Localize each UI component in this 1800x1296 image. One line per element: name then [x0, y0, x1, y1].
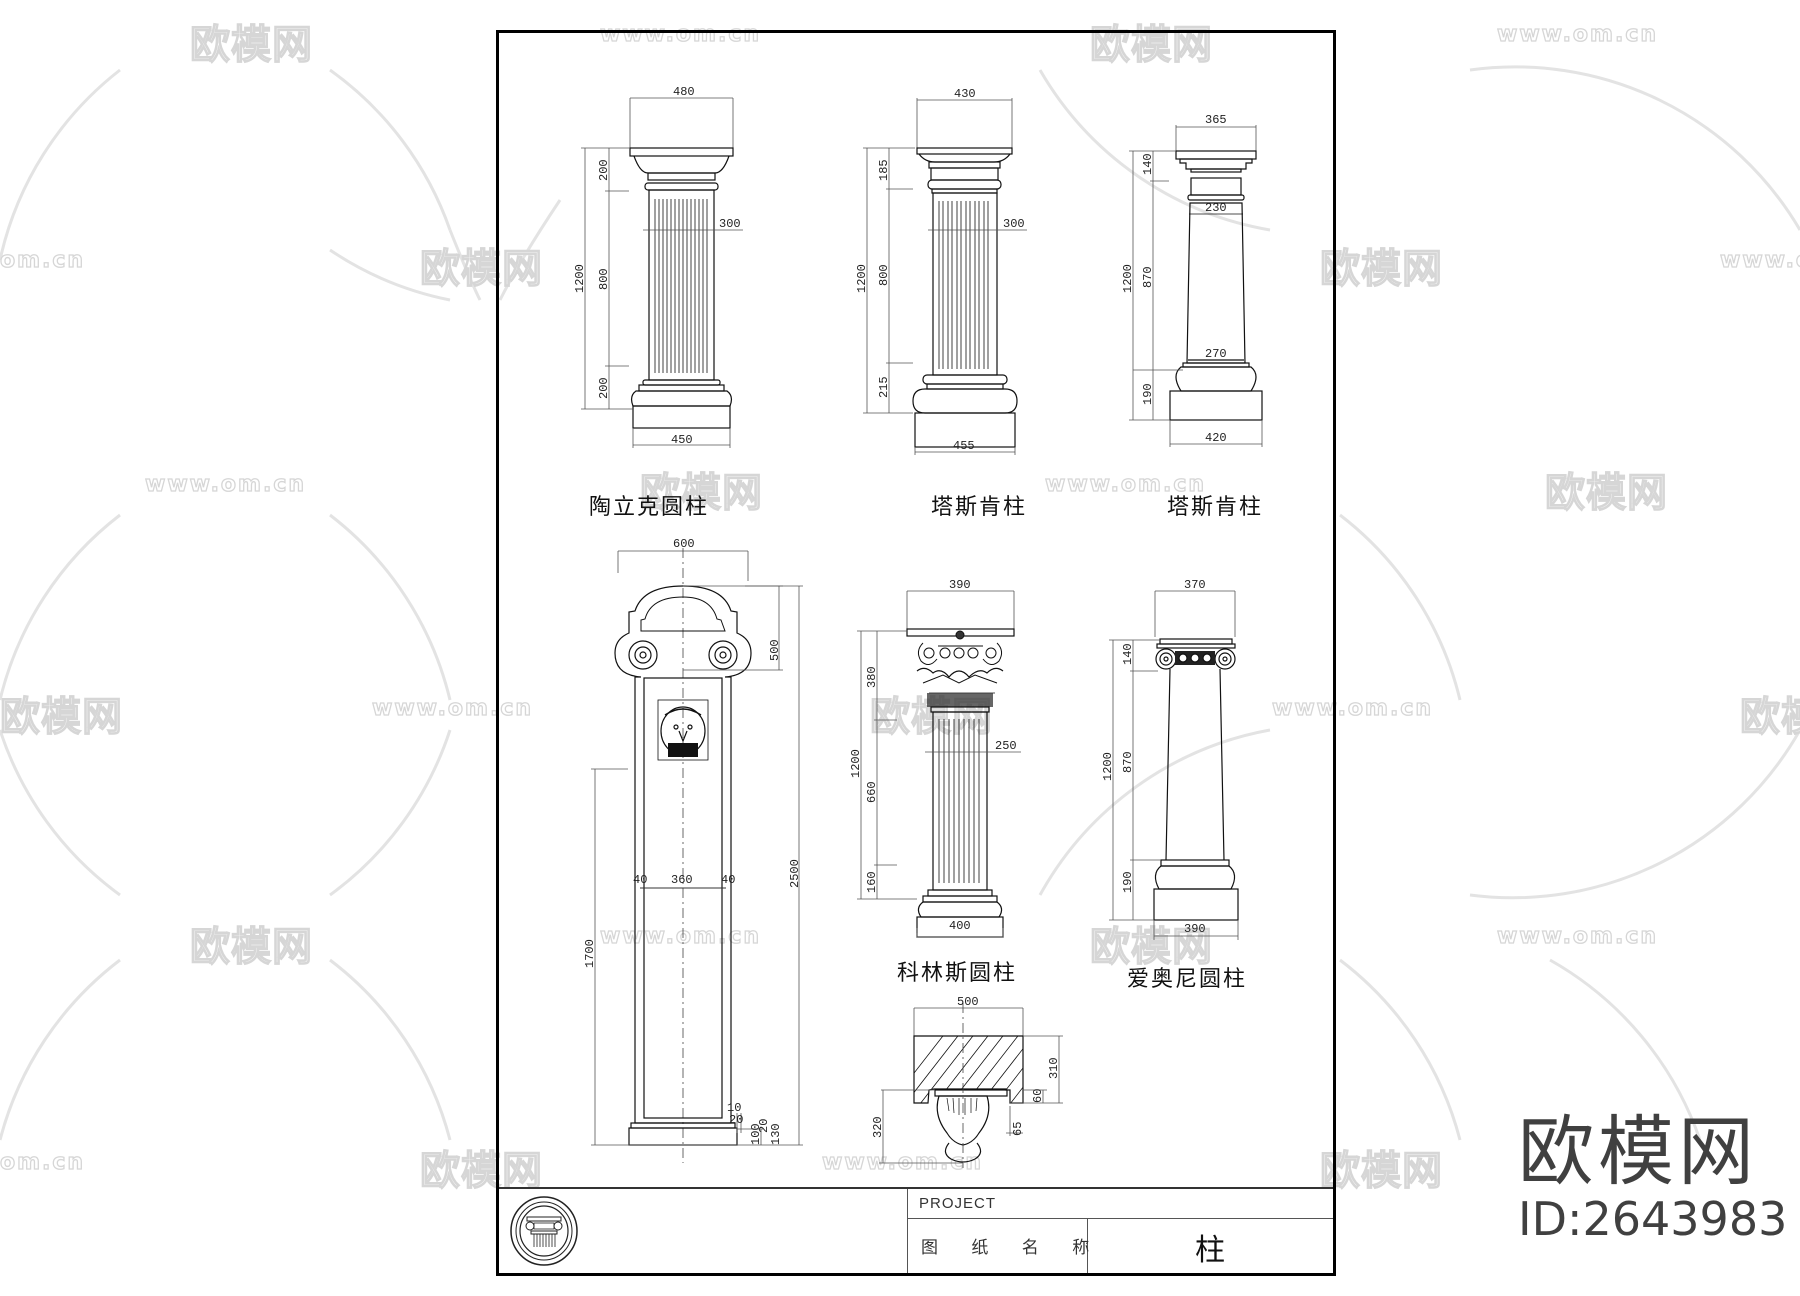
dim-label: 1700: [583, 939, 597, 968]
drawing-name-label: 图 纸 名 称: [921, 1238, 1104, 1258]
watermark-url: www.om.cn: [1496, 21, 1659, 47]
column-2-drawing: [863, 98, 1027, 455]
dim-label: 230: [1205, 201, 1227, 215]
dim-label: 130: [769, 1123, 783, 1145]
dim-label: 185: [877, 159, 891, 181]
dim-label: 360: [671, 873, 693, 887]
dim-label: 420: [1205, 431, 1227, 445]
column-1-drawing: [581, 97, 743, 448]
brand-name: 欧模网: [1518, 1107, 1758, 1196]
dim-label: 300: [719, 217, 741, 231]
dim-label: 60: [1031, 1089, 1045, 1103]
dim-label: 20: [757, 1119, 771, 1133]
dim-label: 320: [871, 1116, 885, 1138]
dim-label: 1200: [1101, 752, 1115, 781]
dim-label: 1200: [1121, 264, 1135, 293]
dim-label: 40: [633, 873, 647, 887]
dim-label: 65: [1011, 1122, 1025, 1136]
watermark-brand: 欧模网: [1739, 693, 1800, 740]
watermark-url: om.cn: [0, 1149, 86, 1175]
dim-label: 500: [768, 639, 782, 661]
dim-label: 10: [727, 1101, 741, 1115]
dim-label: 140: [1141, 153, 1155, 175]
title-block-divider: [907, 1189, 908, 1273]
caption-tuscan-column-1: 塔斯肯柱: [931, 495, 1028, 520]
dim-label: 1200: [855, 264, 869, 293]
dim-label: 200: [597, 377, 611, 399]
watermark-url: www.om.cn: [1719, 247, 1800, 273]
watermark-brand: 欧模网: [189, 923, 313, 970]
bracket-drawing: [879, 1003, 1063, 1168]
dim-label: 390: [1184, 922, 1206, 936]
dim-label: 500: [957, 995, 979, 1009]
dim-label: 370: [1184, 578, 1206, 592]
drawing-sheet: 480 300 450 1200 200 800 200 430 300 455…: [496, 30, 1336, 1276]
project-label: PROJECT: [919, 1195, 997, 1212]
dim-label: 2500: [788, 859, 802, 888]
dim-label: 400: [949, 919, 971, 933]
dim-label: 365: [1205, 113, 1227, 127]
watermark-brand: 欧模网: [0, 693, 123, 740]
watermark-url: om.cn: [0, 247, 86, 273]
dim-label: 250: [995, 739, 1017, 753]
dim-label: 455: [953, 439, 975, 453]
dim-label: 450: [671, 433, 693, 447]
dim-label: 300: [1003, 217, 1025, 231]
dim-label: 870: [1141, 266, 1155, 288]
watermark-url: www.om.cn: [144, 471, 307, 497]
pilaster-drawing: [591, 548, 803, 1163]
caption-tuscan-column-2: 塔斯肯柱: [1167, 495, 1264, 520]
dim-label: 870: [1121, 751, 1135, 773]
dim-label: 40: [721, 873, 735, 887]
caption-doric-column: 陶立克圆柱: [589, 495, 710, 520]
watermark-brand: 欧模网: [1544, 469, 1668, 516]
dim-label: 430: [954, 87, 976, 101]
title-block-divider: [1087, 1219, 1088, 1273]
dim-label: 1200: [849, 749, 863, 778]
title-block: PROJECT 图 纸 名 称 柱: [499, 1187, 1333, 1273]
caption-ionic-column: 爱奥尼圆柱: [1127, 967, 1248, 992]
ionic-column-drawing: [1109, 590, 1239, 940]
dim-label: 380: [865, 666, 879, 688]
dim-label: 390: [949, 578, 971, 592]
drawing-name-value: 柱: [1195, 1233, 1225, 1268]
dim-label: 140: [1121, 643, 1135, 665]
asset-id: ID:2643983: [1518, 1192, 1788, 1246]
dim-label: 1200: [573, 264, 587, 293]
watermark-brand: 欧模网: [1319, 245, 1443, 292]
lion-mask-ornament: [660, 706, 706, 757]
watermark-brand: 欧模网: [189, 21, 313, 68]
caption-corinthian-column: 科林斯圆柱: [897, 961, 1018, 986]
dim-label: 160: [865, 871, 879, 893]
ionic-capital-seal-icon: [510, 1196, 578, 1266]
dim-label: 270: [1205, 347, 1227, 361]
dim-label: 215: [877, 376, 891, 398]
dim-label: 190: [1141, 383, 1155, 405]
dim-label: 600: [673, 537, 695, 551]
dim-label: 100: [749, 1123, 763, 1145]
watermark-url: www.om.cn: [1496, 923, 1659, 949]
corinthian-column-drawing: [857, 590, 1021, 938]
column-3-drawing: [1129, 125, 1263, 447]
cad-drawing: 480 300 450 1200 200 800 200 430 300 455…: [573, 85, 1263, 1168]
title-block-divider: [907, 1218, 1333, 1219]
dim-label: 660: [865, 781, 879, 803]
dim-label: 20: [729, 1113, 743, 1127]
dim-label: 190: [1121, 871, 1135, 893]
dim-label: 800: [877, 264, 891, 286]
dim-label: 200: [597, 159, 611, 181]
dim-label: 800: [597, 268, 611, 290]
dim-label: 310: [1047, 1057, 1061, 1079]
watermark-brand: 欧模网: [1319, 1147, 1443, 1194]
brand-badge: 欧模网 ID:2643983: [1518, 1107, 1788, 1247]
dim-label: 480: [673, 85, 695, 99]
acanthus-capital: [916, 630, 1004, 707]
